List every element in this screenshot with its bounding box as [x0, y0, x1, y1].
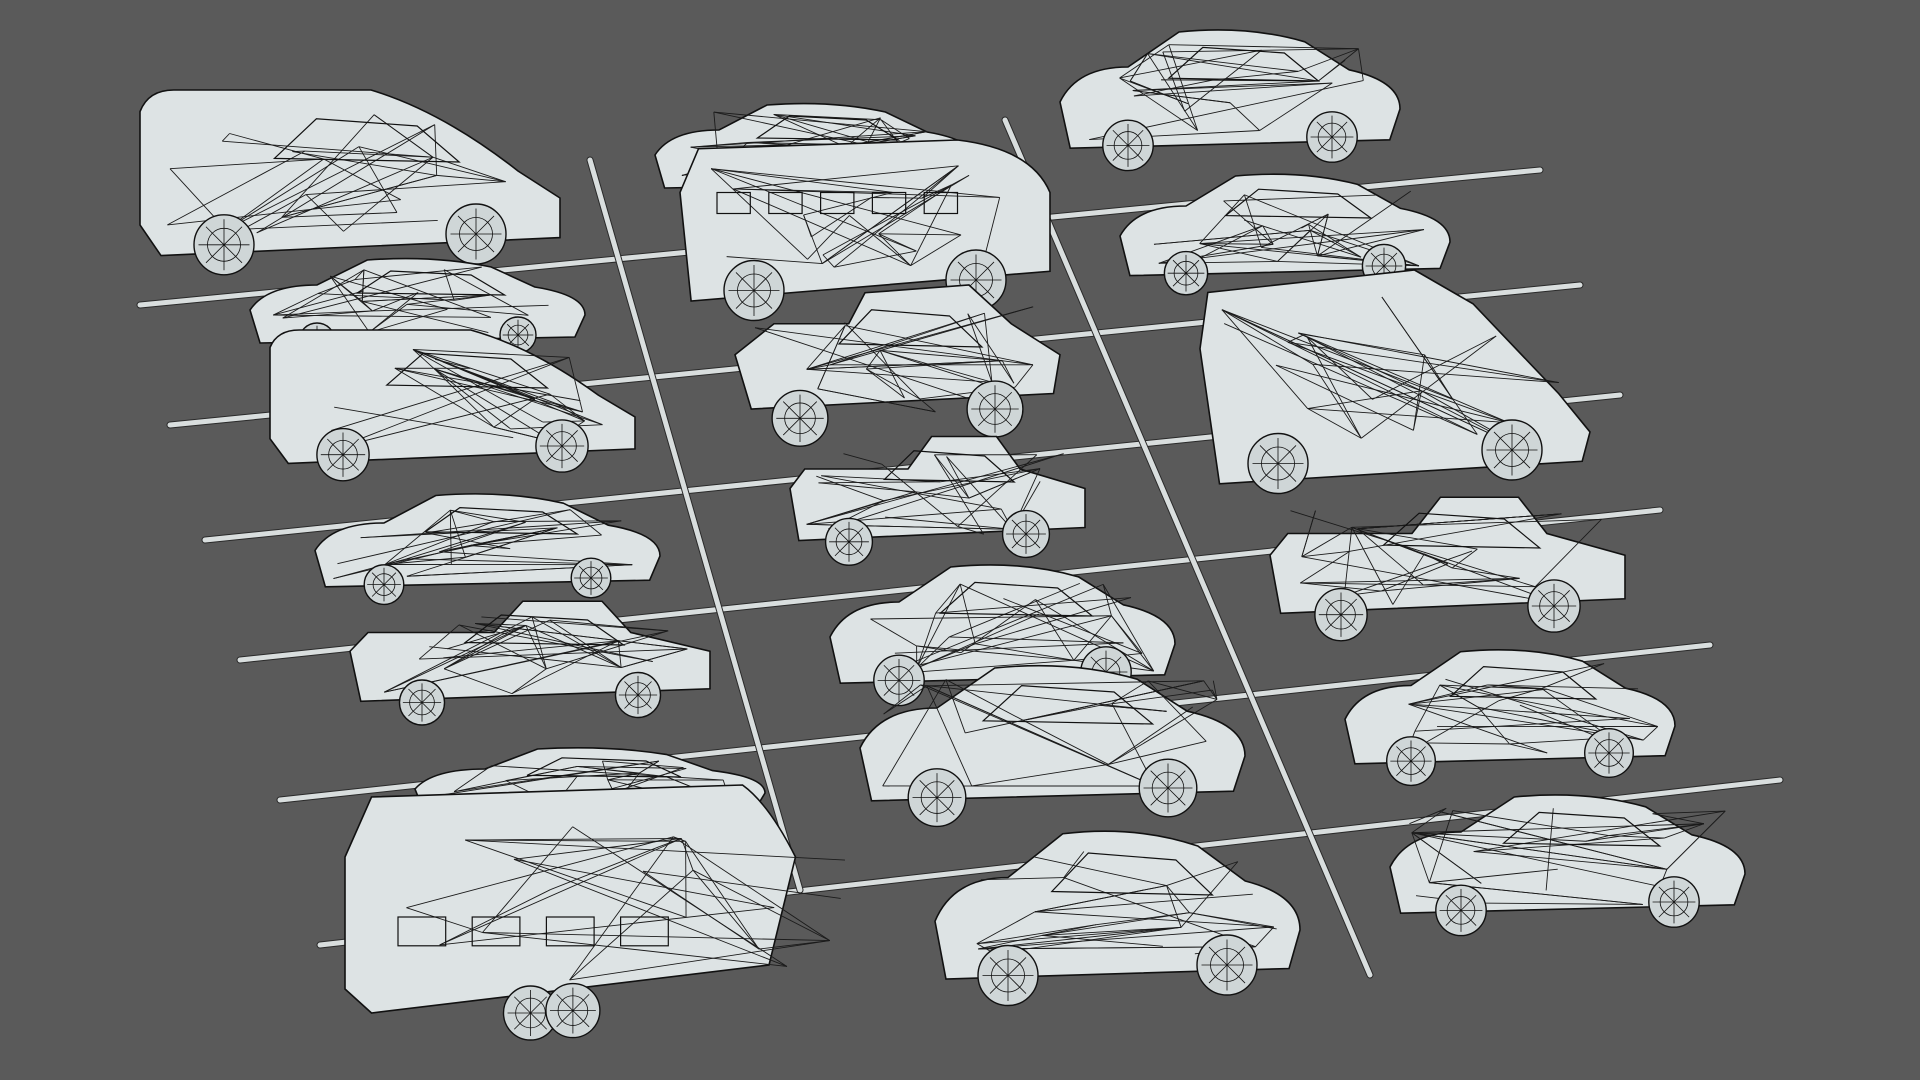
parking-divider-1 — [586, 156, 804, 894]
pickup-truck-model — [349, 600, 711, 726]
suv-model — [859, 664, 1246, 828]
box-van-model — [1199, 269, 1591, 495]
van-model — [269, 329, 636, 482]
pickup-truck-model — [1269, 496, 1626, 642]
bus-model — [679, 139, 1051, 322]
rally-car-model — [1344, 649, 1676, 787]
sports-car-model — [1389, 794, 1746, 937]
van-model — [139, 89, 561, 276]
sports-car-model — [829, 564, 1176, 707]
hot-rod-model — [734, 284, 1061, 447]
pickup-truck-model — [789, 435, 1086, 566]
coupe-model — [314, 493, 661, 606]
vehicles — [139, 29, 1746, 1041]
parking-divider-2 — [1001, 116, 1374, 979]
sedan-model — [1059, 29, 1401, 172]
caravan-trailer-model — [344, 784, 845, 1041]
hatchback-model — [934, 830, 1301, 1007]
